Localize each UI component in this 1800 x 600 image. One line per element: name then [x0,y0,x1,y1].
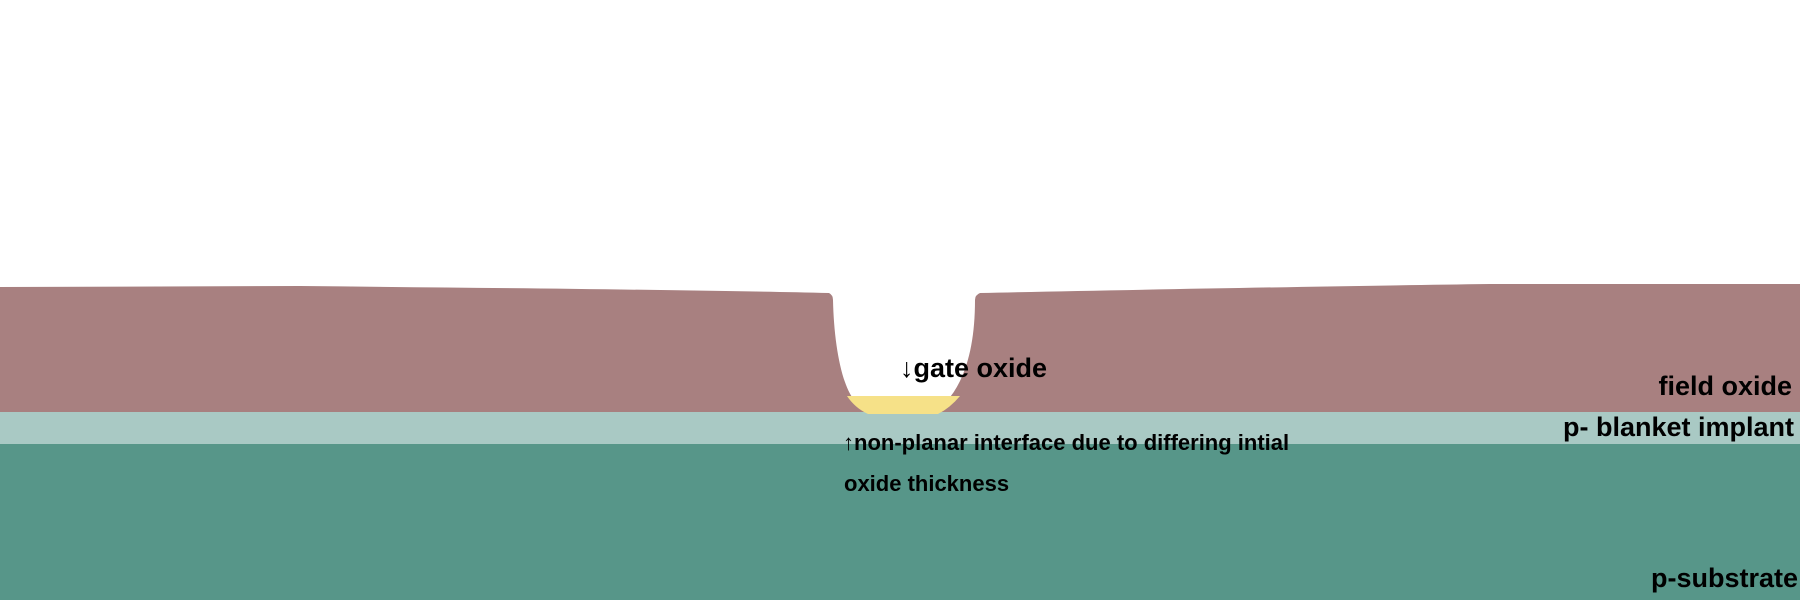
gate-oxide-layer [847,396,960,414]
interface-note-line-2: oxide thickness [844,471,1009,496]
substrate-label: p-substrate [1651,563,1798,593]
field-oxide-layer [0,284,1800,412]
gate-oxide-label: ↓gate oxide [900,353,1047,383]
field-oxide-label: field oxide [1658,371,1792,401]
blanket-implant-layer [0,411,1800,444]
blanket-implant-label: p- blanket implant [1563,412,1794,442]
p-substrate-layer [0,443,1800,600]
interface-note-line-1: ↑non-planar interface due to differing i… [843,430,1289,455]
